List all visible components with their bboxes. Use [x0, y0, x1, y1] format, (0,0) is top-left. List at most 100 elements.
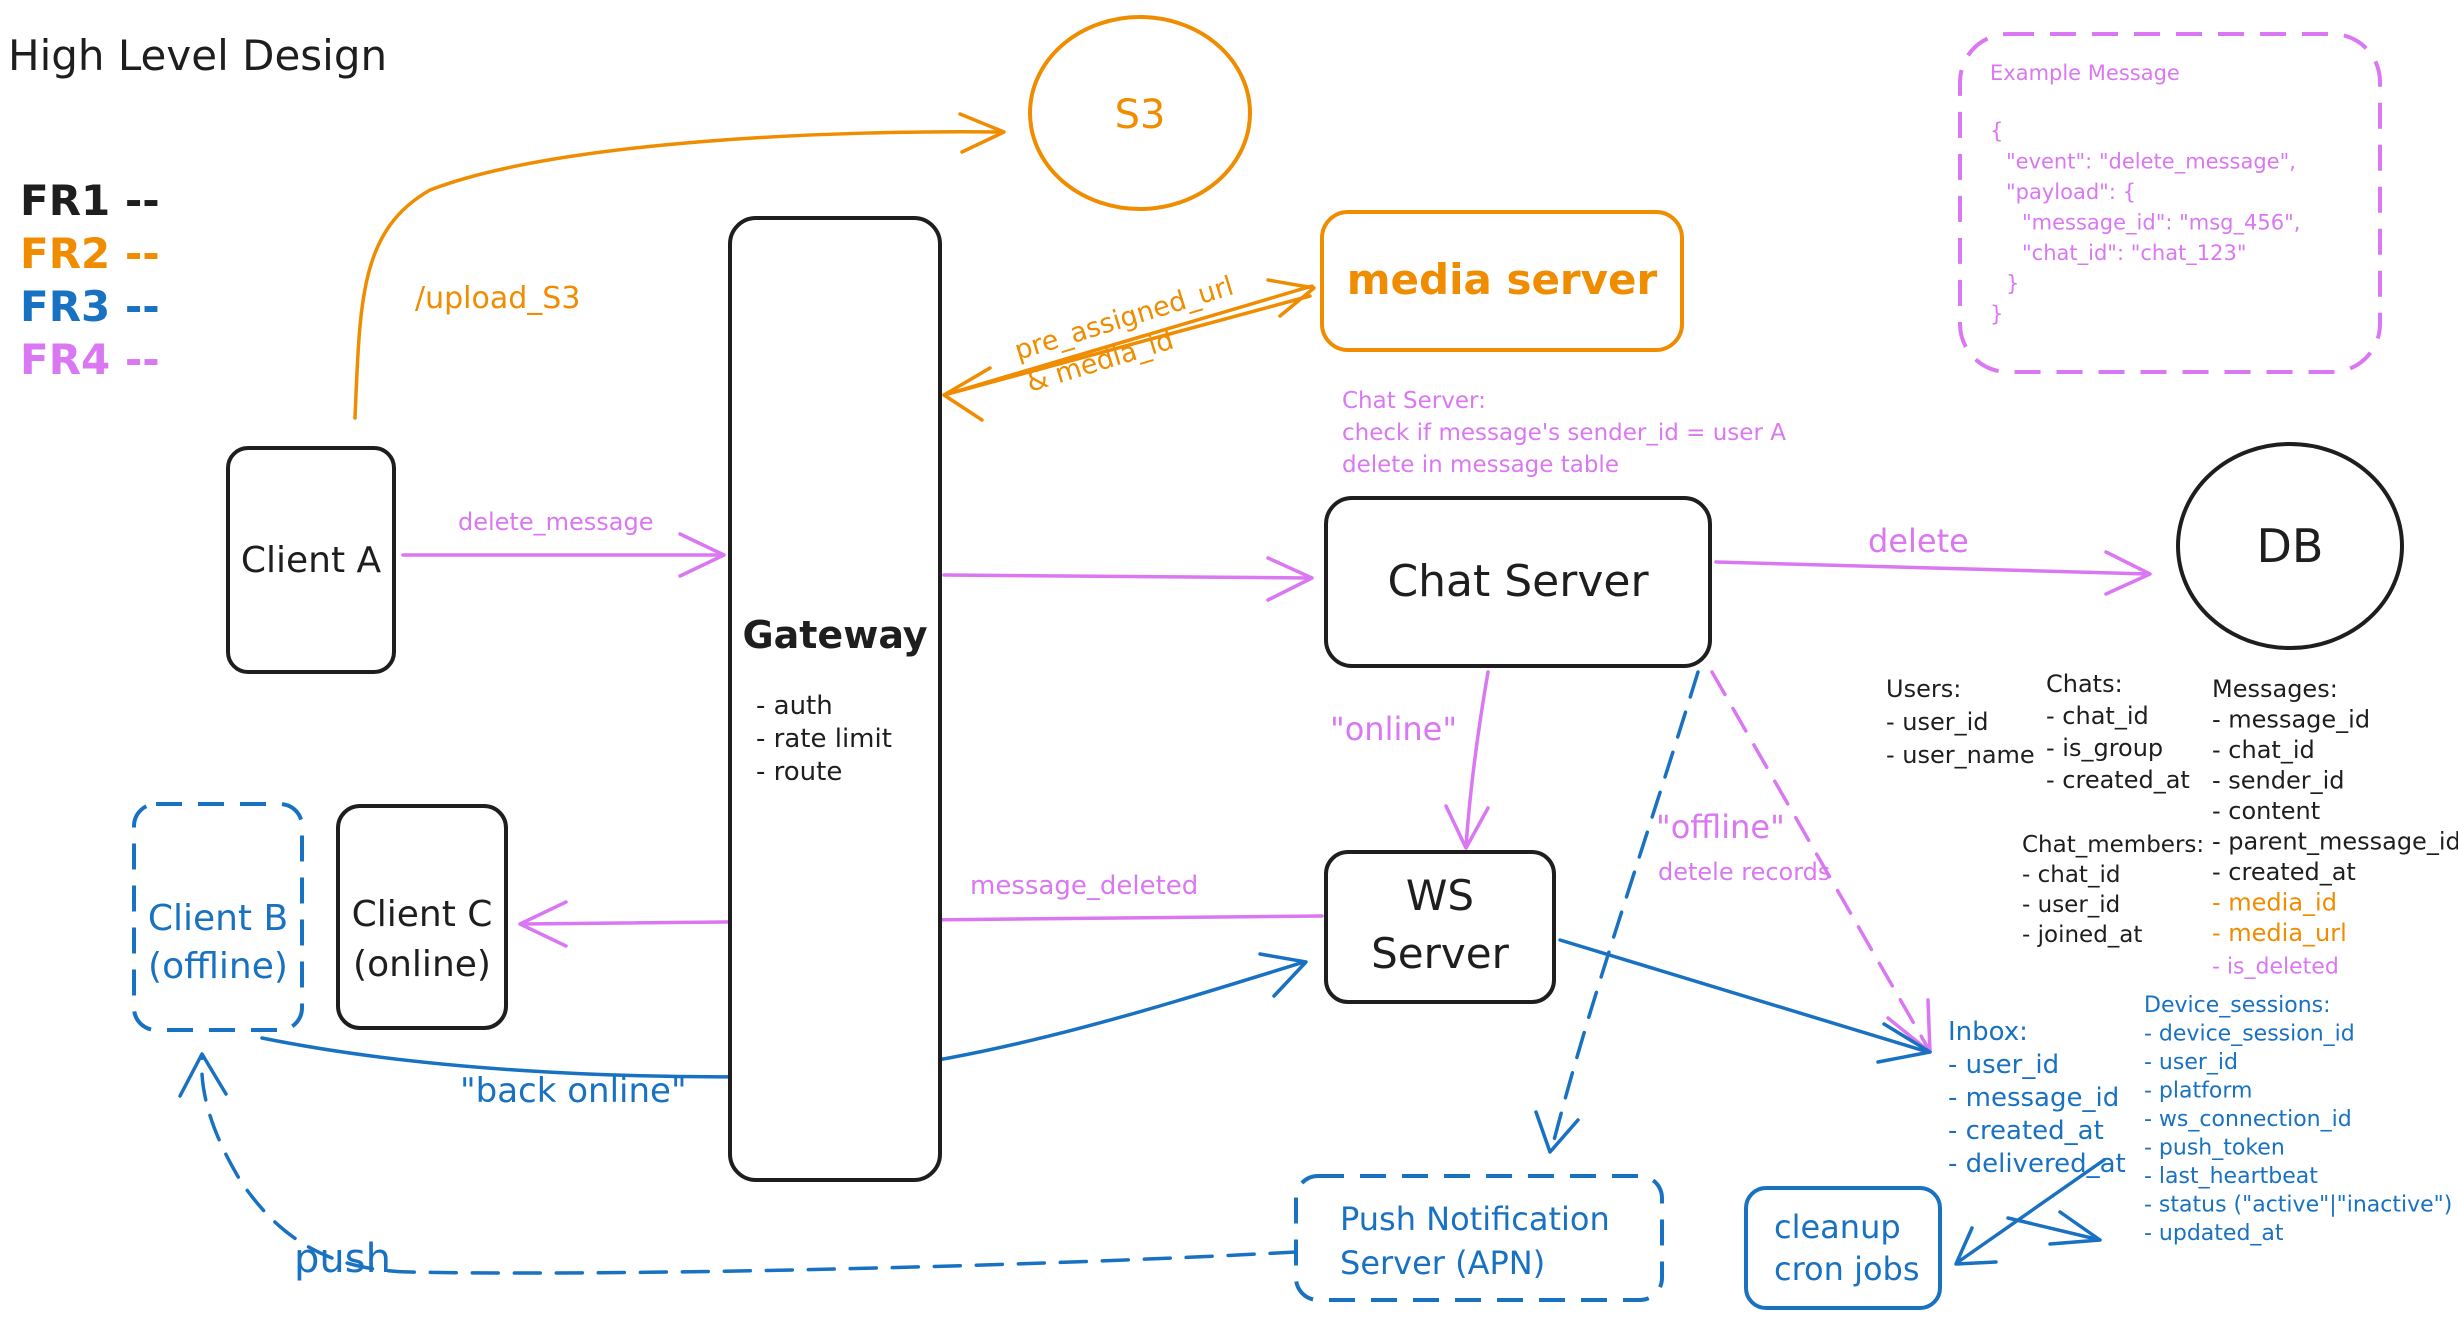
legend: FR1 -- FR2 -- FR3 -- FR4 -- — [20, 176, 160, 384]
client-c-node[interactable]: Client C (online) — [336, 804, 508, 1030]
chat-members-table-title: Chat_members: — [2022, 832, 2204, 858]
gateway-feature-rate-limit: - rate limit — [756, 724, 892, 754]
example-message-title: Example Message — [1990, 61, 2180, 85]
arrow-delete-db-head — [2104, 550, 2152, 596]
arrow-push — [200, 1056, 1298, 1275]
arrow-chat-push-head — [1534, 1110, 1580, 1154]
example-message-line: { — [1990, 119, 2003, 143]
example-message-line: } — [1990, 302, 2003, 326]
note-line-3: delete in message table — [1342, 452, 1619, 478]
cleanup-node[interactable]: cleanup cron jobs — [1744, 1186, 1942, 1310]
label-delete-records: detele records — [1658, 858, 1830, 886]
device-sessions-table-field: - user_id — [2144, 1050, 2238, 1075]
device-sessions-table-field: - last_heartbeat — [2144, 1164, 2318, 1189]
inbox-table-field: - user_id — [1948, 1050, 2059, 1080]
label-message-deleted: message_deleted — [970, 871, 1198, 901]
arrow-chat-push — [1550, 670, 1700, 1150]
messages-table-field: - chat_id — [2212, 736, 2315, 764]
arrow-gateway-chat — [942, 573, 1312, 580]
arrow-offline-head — [1886, 998, 1932, 1054]
client-b-label-2: (offline) — [148, 946, 288, 987]
arrow-delete-message-head — [678, 532, 726, 578]
label-push: push — [294, 1236, 391, 1282]
chats-table-field: - created_at — [2046, 766, 2190, 794]
gateway-feature-auth: - auth — [756, 691, 833, 721]
device-sessions-table-field: - updated_at — [2144, 1221, 2284, 1246]
push-server-label-1: Push Notification — [1340, 1200, 1610, 1238]
example-message-json: {"event": "delete_message", "payload": { "… — [1990, 119, 2300, 326]
arrow-cleanup — [1956, 1158, 2106, 1264]
arrow-ws-inbox-head — [1876, 1022, 1932, 1064]
inbox-table-field: - delivered_at — [1948, 1149, 2126, 1179]
example-message-line: } — [2006, 272, 2019, 296]
legend-fr4: FR4 -- — [20, 335, 160, 384]
arrow-gateway-chat-head — [1266, 556, 1314, 602]
schema: Users: - user_id - user_name Chats: - chat_i… — [1886, 670, 2458, 1246]
example-message-line: "chat_id": "chat_123" — [2022, 241, 2247, 266]
arrow-upload-s3-head — [958, 112, 1006, 154]
media-server-label: media server — [1347, 255, 1658, 304]
chats-table-field: - is_group — [2046, 734, 2163, 762]
messages-table-field: - sender_id — [2212, 767, 2345, 795]
cleanup-label-2: cron jobs — [1774, 1250, 1920, 1288]
s3-node[interactable]: S3 — [1028, 15, 1252, 211]
users-table-title: Users: — [1886, 675, 1961, 703]
db-node[interactable]: DB — [2176, 442, 2404, 650]
messages-table-field: - content — [2212, 797, 2320, 825]
label-offline: "offline" — [1656, 808, 1785, 846]
gateway-node[interactable]: Gateway - auth - rate limit - route — [728, 216, 942, 1182]
ws-server-label-1: WS — [1406, 871, 1474, 920]
arrow-push-head — [178, 1052, 228, 1098]
example-message-line: "payload": { — [2006, 180, 2136, 204]
client-b-node[interactable]: Client B (offline) — [132, 802, 304, 1032]
inbox-table-field: - message_id — [1948, 1083, 2119, 1113]
legend-fr2: FR2 -- — [20, 229, 160, 278]
users-table-field: - user_name — [1886, 741, 2035, 769]
arrow-ws-inbox — [1558, 938, 1930, 1054]
gateway-feature-route: - route — [756, 757, 842, 787]
push-server-label-2: Server (APN) — [1340, 1244, 1545, 1282]
label-delete-message: delete_message — [458, 508, 653, 536]
messages-table-field: - message_id — [2212, 706, 2370, 734]
ws-server-node[interactable]: WS Server — [1324, 850, 1556, 1004]
messages-field-fr2: - media_id — [2212, 889, 2337, 917]
chat-members-table-field: - user_id — [2022, 892, 2120, 918]
arrow-cleanup-head — [2006, 1210, 2102, 1246]
chat-server-note: Chat Server: check if message's sender_i… — [1342, 388, 1786, 478]
device-sessions-table-field: - device_session_id — [2144, 1022, 2355, 1047]
label-online: "online" — [1330, 710, 1457, 748]
messages-table-title: Messages: — [2212, 675, 2338, 703]
label-delete: delete — [1868, 522, 1969, 560]
arrow-message-deleted-head — [518, 900, 568, 948]
note-line-1: Chat Server: — [1342, 388, 1486, 414]
device-sessions-table-title: Device_sessions: — [2144, 993, 2331, 1018]
inbox-table-title: Inbox: — [1948, 1017, 2028, 1047]
arrow-offline — [1710, 670, 1930, 1050]
label-upload-s3: /upload_S3 — [415, 281, 580, 316]
messages-field-fr2: - media_url — [2212, 919, 2347, 947]
push-server-node[interactable]: Push Notification Server (APN) — [1294, 1174, 1664, 1302]
messages-table-field: - parent_message_id — [2212, 828, 2458, 856]
device-sessions-table-field: - push_token — [2144, 1136, 2285, 1161]
page-title: High Level Design — [8, 31, 387, 80]
arrow-online — [1464, 670, 1490, 848]
client-c-label-1: Client C — [352, 894, 493, 935]
device-sessions-table-field: - platform — [2144, 1079, 2252, 1104]
example-message-line: "event": "delete_message", — [2006, 150, 2296, 175]
chat-members-table-field: - joined_at — [2022, 922, 2142, 948]
client-a-node[interactable]: Client A — [226, 446, 396, 674]
cleanup-label-1: cleanup — [1774, 1208, 1901, 1246]
media-server-node[interactable]: media server — [1320, 210, 1684, 352]
chat-members-table-field: - chat_id — [2022, 862, 2120, 888]
s3-label: S3 — [1115, 92, 1166, 138]
arrow-media-response — [942, 294, 1312, 397]
inbox-table-field: - created_at — [1948, 1116, 2104, 1146]
chats-table-title: Chats: — [2046, 670, 2123, 698]
client-b-label-1: Client B — [148, 898, 288, 939]
messages-field-fr4: - is_deleted — [2212, 955, 2339, 980]
arrow-media-head-right — [1266, 278, 1316, 318]
example-message-line: "message_id": "msg_456", — [2022, 211, 2300, 236]
chat-server-node[interactable]: Chat Server — [1324, 496, 1712, 668]
gateway-label: Gateway — [742, 613, 927, 657]
